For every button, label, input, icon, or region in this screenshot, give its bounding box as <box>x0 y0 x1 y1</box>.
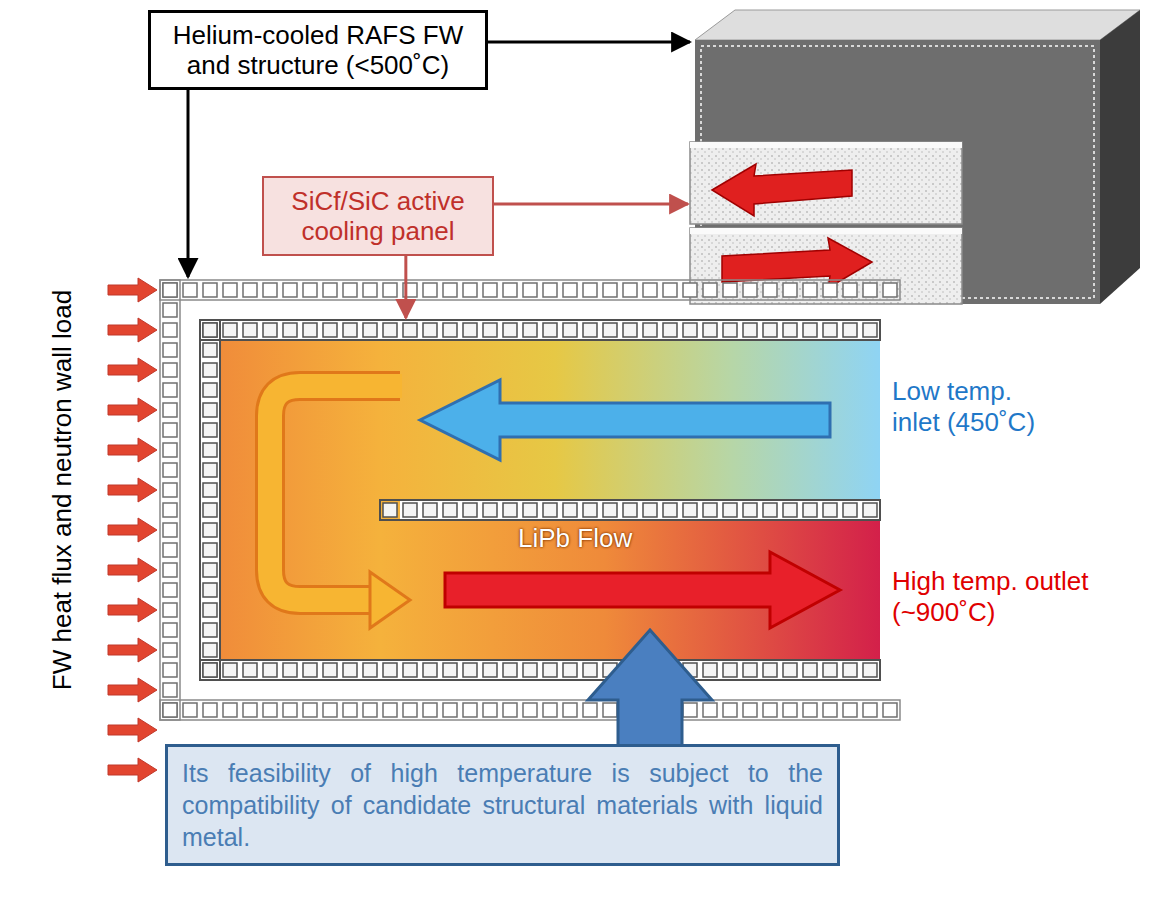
lipb-fluid <box>380 340 880 500</box>
heat-flux-arrow <box>108 438 157 462</box>
turn-arrow-head <box>370 572 410 628</box>
leader-line <box>494 203 688 206</box>
leader-line <box>404 256 407 318</box>
heat-flux-arrow <box>108 398 157 422</box>
heat-flux-arrow <box>108 358 157 382</box>
heat-flux-arrow <box>108 638 157 662</box>
note-box: Its feasibility of high temperature is s… <box>165 744 840 866</box>
heat-flux-arrow <box>108 278 157 302</box>
heat-flux-arrow <box>108 678 157 702</box>
module-panel-upper <box>690 142 962 224</box>
turn-arrow <box>270 386 402 600</box>
leader-line <box>488 41 690 44</box>
module-flow-arrow <box>712 164 852 216</box>
heat-flux-arrow <box>108 718 157 742</box>
axis-note: FW heat flux and neutron wall load <box>47 290 78 690</box>
callout-arrow <box>588 630 712 746</box>
heat-flux-arrow <box>108 558 157 582</box>
fw-band <box>160 280 180 720</box>
inlet-arrow <box>420 380 830 460</box>
module-panel-upper-edge <box>690 142 962 148</box>
flow-label: LiPb Flow <box>518 523 632 554</box>
box-text: Its feasibility of high temperature is s… <box>182 757 823 853</box>
sic-divider <box>380 500 880 520</box>
structure-box: Helium-cooled RAFS FW and structure (<50… <box>148 10 488 90</box>
inlet-label: Low temp. inlet (450˚C) <box>892 376 1052 438</box>
sic-band <box>200 320 220 680</box>
module-panel-lower-edge <box>690 228 962 234</box>
heat-flux-arrow <box>108 478 157 502</box>
heat-flux-arrow <box>108 758 157 782</box>
sic-band <box>200 660 880 680</box>
outlet-label: High temp. outlet (~900˚C) <box>892 566 1092 628</box>
box-text: SiCf/SiC active cooling panel <box>274 186 482 246</box>
module-top-face <box>695 10 1140 40</box>
heat-flux-arrow <box>108 598 157 622</box>
lipb-fluid <box>380 520 880 660</box>
turn-arrow <box>270 386 400 600</box>
fw-band <box>160 280 900 300</box>
heat-flux-arrow <box>108 318 157 342</box>
heat-flux-arrow <box>108 518 157 542</box>
fw-band <box>160 700 900 720</box>
leader-line <box>187 90 190 277</box>
panel-box: SiCf/SiC active cooling panel <box>262 176 494 256</box>
module-side-face <box>1100 10 1140 304</box>
sic-band <box>200 320 880 340</box>
box-text: Helium-cooled RAFS FW and structure (<50… <box>159 20 477 80</box>
outlet-arrow <box>445 552 840 628</box>
